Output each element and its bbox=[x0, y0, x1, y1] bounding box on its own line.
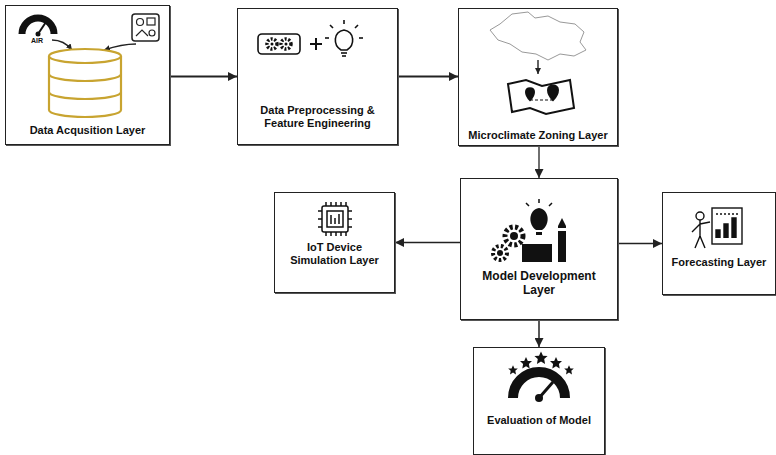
gears-icon-part bbox=[285, 43, 288, 46]
preprocessing-box: Data Preprocessing & Feature Engineering bbox=[237, 8, 398, 145]
box-label: Microclimate Zoning Layer bbox=[463, 129, 613, 142]
gears-icon bbox=[258, 34, 300, 54]
sensor-icon-part bbox=[149, 30, 155, 36]
rating-gauge-icon-part bbox=[564, 365, 574, 374]
gears-icon-part bbox=[271, 43, 274, 46]
chip-icon-part bbox=[318, 211, 352, 227]
model-icon-part bbox=[530, 208, 547, 230]
iot-box: IoT Device Simulation Layer bbox=[274, 192, 395, 293]
map-pin-icon-part bbox=[526, 88, 534, 100]
chip-icon-part bbox=[322, 206, 348, 232]
chip-icon-part bbox=[331, 214, 339, 224]
bulb-icon-part bbox=[325, 37, 329, 39]
rating-gauge-icon bbox=[508, 351, 574, 402]
bulb-icon-part bbox=[359, 37, 363, 39]
rating-gauge-icon-part bbox=[550, 357, 562, 369]
model-icon bbox=[493, 199, 566, 262]
map-pin-icon-part bbox=[508, 80, 574, 114]
rating-gauge-icon-part bbox=[535, 394, 543, 402]
map-pin-icon-part bbox=[548, 86, 558, 101]
sensor-icon-part bbox=[147, 18, 155, 25]
sensor-icon-part bbox=[132, 14, 159, 41]
rating-gauge-icon-part bbox=[520, 357, 532, 369]
chip-icon-part bbox=[326, 202, 346, 206]
down-arrow-part bbox=[537, 60, 538, 74]
source-arrow-part bbox=[52, 40, 72, 50]
sensor-icon-part bbox=[136, 30, 148, 36]
forecast-icon-part bbox=[696, 212, 704, 220]
box-label: Data Acqusition Layer bbox=[10, 124, 165, 137]
model-icon-part bbox=[526, 199, 552, 206]
connector-arrow bbox=[538, 146, 539, 178]
box-label: Evaluation of Model bbox=[478, 414, 600, 427]
connector-arrow bbox=[618, 243, 662, 244]
chip-icon-part bbox=[326, 232, 346, 236]
connector-arrow bbox=[170, 76, 237, 78]
forecast-icon-part bbox=[716, 213, 738, 214]
sensor-icon bbox=[132, 14, 159, 41]
map-pin-icon bbox=[508, 80, 574, 114]
model-icon-part bbox=[505, 227, 523, 245]
bulb-icon-part bbox=[335, 30, 352, 50]
box-label: IoT Device Simulation Layer bbox=[279, 241, 390, 267]
bulb-icon-part bbox=[342, 55, 346, 57]
down-arrow bbox=[538, 60, 539, 74]
zoning-box: Microclimate Zoning Layer bbox=[458, 8, 618, 146]
connector-arrow bbox=[398, 76, 458, 78]
box-label: Model Development Layer bbox=[465, 269, 613, 298]
model-box: Model Development Layer bbox=[460, 178, 618, 320]
database-icon-part bbox=[49, 49, 121, 63]
model-icon-part bbox=[510, 232, 518, 240]
plus-sign bbox=[310, 38, 322, 50]
forecast-icon-part bbox=[692, 220, 710, 248]
connector-arrow bbox=[538, 320, 540, 347]
database-icon bbox=[49, 49, 121, 117]
region-map-outline-part bbox=[490, 12, 586, 60]
region-map-outline bbox=[490, 12, 586, 60]
model-icon-part bbox=[522, 244, 552, 262]
icon-caption: AIR bbox=[31, 37, 43, 44]
forecasting-box: Forecasting Layer bbox=[662, 192, 776, 295]
map-pin-icon-part bbox=[530, 99, 553, 100]
chip-icon-part bbox=[327, 211, 343, 227]
bulb-icon-part bbox=[343, 20, 345, 24]
model-icon-part bbox=[536, 232, 542, 235]
chip-icon bbox=[318, 202, 352, 236]
forecast-icon-part bbox=[712, 208, 742, 244]
model-icon-part bbox=[558, 228, 566, 231]
rating-gauge-icon-part bbox=[508, 365, 518, 374]
database-icon-part bbox=[49, 56, 121, 117]
box-label: Data Preprocessing & Feature Engineering bbox=[242, 104, 393, 130]
forecast-icon-part bbox=[716, 218, 736, 238]
air-gauge-icon bbox=[22, 18, 54, 37]
bulb-icon-part bbox=[330, 25, 333, 28]
source-arrow-part bbox=[104, 44, 136, 50]
rating-gauge-icon-part bbox=[534, 351, 547, 364]
bulb-icon-part bbox=[341, 52, 347, 54]
gears-icon-part bbox=[281, 39, 291, 49]
gears-icon-part bbox=[267, 39, 277, 49]
forecast-icon bbox=[692, 208, 742, 248]
sensor-icon-part bbox=[137, 19, 144, 26]
model-icon-part bbox=[493, 246, 507, 260]
box-label: Forecasting Layer bbox=[667, 256, 771, 269]
database-icon-part bbox=[49, 74, 121, 81]
bulb-icon bbox=[325, 20, 363, 56]
model-icon-part bbox=[497, 250, 503, 256]
connector-arrow bbox=[395, 242, 460, 244]
air-gauge-icon-part bbox=[36, 32, 41, 37]
acquisition-box: Data Acqusition Layer bbox=[5, 5, 170, 145]
model-icon-part bbox=[558, 218, 566, 262]
bulb-icon-part bbox=[355, 25, 358, 28]
evaluation-box: Evaluation of Model bbox=[473, 347, 605, 455]
plus-sign-part bbox=[315, 38, 317, 50]
gears-icon-part bbox=[258, 34, 300, 54]
database-icon-part bbox=[49, 92, 121, 99]
